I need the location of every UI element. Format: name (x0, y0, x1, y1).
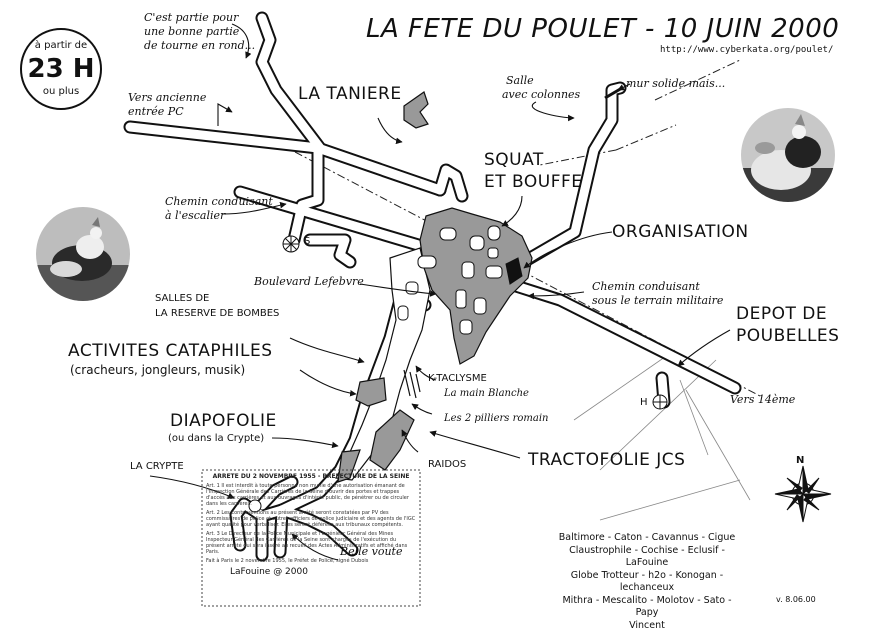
ktaclysme-marks (404, 370, 420, 398)
note-chemin-escalier-2: à l'escalier (165, 210, 225, 221)
stair-s-icon (283, 236, 299, 252)
label-diapofolie-sub: (ou dans la Crypte) (168, 434, 264, 444)
marker-s: S (304, 237, 310, 247)
note-tourne-en-rond-2: une bonne partie (144, 26, 239, 37)
marker-h: H (640, 398, 648, 408)
copyright: LaFouine @ 2000 (230, 568, 308, 577)
decree-signature: Fait à Paris le 2 novembre 1955, le Préf… (206, 558, 416, 564)
chicken-image (36, 207, 130, 301)
label-organisation: ORGANISATION (612, 224, 749, 241)
label-crypte: LA CRYPTE (130, 462, 184, 472)
label-salles-2: LA RESERVE DE BOMBES (155, 309, 279, 319)
label-depot-2: POUBELLES (736, 328, 839, 345)
badge-line3: ou plus (22, 86, 100, 97)
note-salle-2: avec colonnes (502, 89, 580, 100)
label-depot: DEPOT DE (736, 306, 827, 323)
note-chemin-militaire: Chemin conduisant (592, 281, 700, 292)
participants-list: Baltimore - Caton - Cavannus - Cigue Cla… (552, 532, 742, 632)
note-vers-14eme: Vers 14ème (730, 394, 795, 405)
label-squat-2: ET BOUFFE (484, 174, 583, 191)
note-chemin-militaire-2: sous le terrain militaire (592, 295, 723, 306)
page-title: LA FETE DU POULET - 10 JUIN 2000 (366, 16, 839, 42)
label-squat: SQUAT (484, 152, 544, 169)
decree-article-3: Art. 3 Le Directeur de la Police Municip… (206, 531, 416, 555)
note-pilliers: Les 2 pilliers romain (444, 414, 549, 424)
note-tourne-en-rond: C'est partie pour (144, 12, 238, 23)
note-mur: mur solide mais... (626, 78, 725, 89)
credits-line: Baltimore - Caton - Cavannus - Cigue (552, 532, 742, 545)
chicken-photo-left (36, 207, 130, 301)
label-ktaclysme: K-TACLYSME (428, 374, 487, 384)
badge-line1: à partir de (22, 40, 100, 51)
label-tractofolie: TRACTOFOLIE JCS (528, 452, 685, 469)
label-activites: ACTIVITES CATAPHILES (68, 343, 273, 360)
stair-h-icon (653, 395, 667, 409)
note-ancienne-entree-2: entrée PC (128, 106, 184, 117)
decree-article-2: Art. 2 Les contraventions au présent arr… (206, 510, 416, 528)
north-label: N (796, 456, 804, 466)
website-link[interactable]: http://www.cyberkata.org/poulet/ (660, 46, 833, 55)
chicken-photo-right (741, 108, 835, 202)
credits-line: Vincent (552, 620, 742, 632)
start-time-badge: à partir de 23 H ou plus (20, 28, 102, 110)
credits-line: Globe Trotteur - h2o - Konogan - lechanc… (552, 570, 742, 595)
label-raidos: RAIDOS (428, 460, 466, 470)
label-salles: SALLES DE (155, 294, 209, 304)
prefecture-decree: ARRETE DU 2 NOVEMBRE 1955 - PREFECTURE D… (206, 474, 416, 567)
chicken-image (741, 108, 835, 202)
badge-time: 23 H (22, 54, 100, 84)
note-chemin-escalier: Chemin conduisant (165, 196, 273, 207)
credits-line: Claustrophile - Cochise - Eclusif - LaFo… (552, 545, 742, 570)
note-tourne-en-rond-3: de tourne en rond... (144, 40, 255, 51)
decree-article-1: Art. 1 Il est interdit à toute personne … (206, 483, 416, 507)
note-salle: Salle (506, 75, 534, 86)
label-taniere: LA TANIERE (298, 86, 402, 103)
credits-line: Mithra - Mescalito - Molotov - Sato - Pa… (552, 595, 742, 620)
label-activites-sub: (cracheurs, jongleurs, musik) (70, 364, 245, 376)
note-boulevard: Boulevard Lefebvre (254, 276, 364, 287)
note-main-blanche: La main Blanche (444, 389, 529, 399)
version: v. 8.06.00 (776, 596, 816, 604)
note-ancienne-entree: Vers ancienne (128, 92, 206, 103)
label-diapofolie: DIAPOFOLIE (170, 413, 277, 430)
compass-rose-icon (775, 466, 831, 522)
decree-heading: ARRETE DU 2 NOVEMBRE 1955 - PREFECTURE D… (206, 474, 416, 480)
